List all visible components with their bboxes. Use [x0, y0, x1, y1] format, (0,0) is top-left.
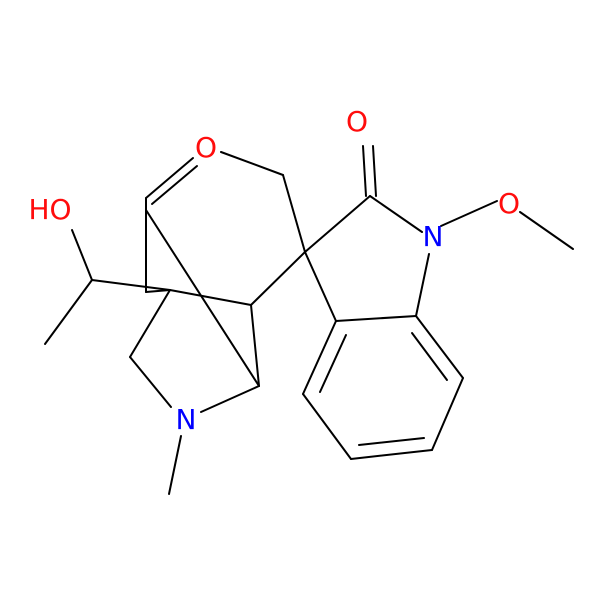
atom-o-methoxy: O	[498, 187, 520, 220]
bond-bridgehead-quat	[169, 289, 252, 306]
atom-n-indole: N	[423, 220, 444, 253]
atom-hydroxyl: HO	[28, 193, 71, 226]
atom-n-amine: N	[176, 403, 197, 436]
bond-ring-1	[335, 315, 417, 322]
bond-ch2-quat	[129, 289, 171, 358]
atom-o-bridge: O	[195, 131, 217, 164]
bond-spiro-bridgehead	[250, 251, 306, 306]
bond-ring-2-inner	[411, 332, 448, 381]
bond-quat-ch-long	[145, 209, 260, 387]
bond-carbonyl-double-b	[372, 145, 377, 197]
bond-n-methyl	[168, 435, 182, 495]
bond-quat-choh	[91, 279, 171, 291]
bond-ring-3	[431, 377, 464, 451]
bond-ring-4-inner	[358, 437, 425, 446]
bond-n-o-methoxy	[440, 200, 498, 227]
bond-ch2-obridge	[220, 151, 284, 176]
atom-labels: O O O HO N N	[28, 105, 520, 436]
bond-ring-4	[350, 449, 433, 460]
bond-ring-6	[302, 320, 337, 395]
bond-choh-methyl	[44, 279, 93, 345]
bond-carbonyl-c-n	[369, 195, 423, 233]
bond-ring-2	[415, 315, 464, 379]
bond-carbonyl-c-spiro	[304, 195, 371, 253]
bond-carbonyl-double-a	[362, 145, 367, 197]
bond-spiro-ch2	[282, 174, 306, 253]
bond-obridge-c-inner	[151, 165, 198, 205]
bond-spiro-c3a	[304, 251, 337, 322]
bond-ring-5	[302, 393, 352, 460]
bond-obridge-c	[145, 157, 194, 199]
bond-n-c7a	[415, 253, 430, 317]
bond-bridge-quat	[145, 289, 171, 293]
bond-choh-oh	[71, 229, 93, 281]
bond-ring-6-inner	[319, 334, 347, 393]
bond-n-ch2	[129, 356, 172, 408]
bonds	[44, 145, 574, 495]
bond-o-methyl	[519, 211, 574, 250]
bond-ch-n	[200, 385, 260, 413]
atom-o-carbonyl: O	[346, 105, 368, 138]
bond-bridgehead-ch	[250, 304, 260, 387]
